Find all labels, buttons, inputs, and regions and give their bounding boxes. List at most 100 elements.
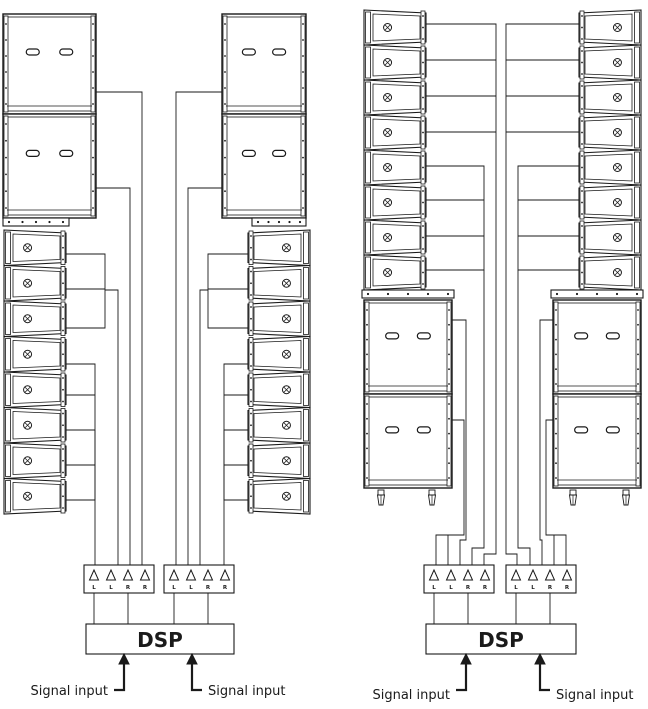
castor-wheel-icon bbox=[427, 489, 437, 506]
castor-wheel-icon bbox=[621, 489, 631, 506]
amp-channel-label: L bbox=[449, 585, 453, 591]
line-array-cabinet bbox=[363, 79, 427, 116]
amp-channel-triangle-icon bbox=[185, 568, 197, 581]
signal-wire bbox=[539, 319, 553, 565]
line-array-cabinet bbox=[247, 406, 311, 444]
amp-channel-label: R bbox=[223, 585, 228, 591]
signal-wire bbox=[66, 363, 96, 501]
speaker-arrays bbox=[2, 9, 644, 515]
line-array-cabinet bbox=[3, 264, 67, 302]
signal-wire bbox=[105, 289, 119, 565]
line-array-cabinet bbox=[247, 371, 311, 409]
flying-frame bbox=[550, 289, 644, 299]
line-array-cabinet bbox=[363, 149, 427, 186]
signal-wire bbox=[517, 165, 579, 271]
dsp-body bbox=[85, 623, 235, 655]
signal-wires bbox=[66, 23, 579, 624]
handle-icon bbox=[272, 48, 287, 56]
amp-channel-label: R bbox=[483, 585, 488, 591]
signal-input-label: Signal input bbox=[556, 688, 634, 703]
dsp-label: DSP bbox=[478, 628, 524, 652]
signal-input: Signal input bbox=[186, 652, 286, 699]
handle-icon bbox=[241, 149, 256, 157]
amp-channel-label: R bbox=[206, 585, 211, 591]
subwoofer-cabinet bbox=[221, 113, 307, 219]
amp-channel-label: R bbox=[126, 585, 131, 591]
amp-channel-triangle-icon bbox=[168, 568, 180, 581]
amp-channel-label: R bbox=[143, 585, 148, 591]
signal-wire bbox=[66, 253, 106, 329]
signal-input: Signal input bbox=[30, 652, 130, 699]
amp-channel-triangle-icon bbox=[544, 568, 556, 581]
input-line bbox=[190, 664, 202, 692]
amp-channel-triangle-icon bbox=[445, 568, 457, 581]
arrow-up-icon bbox=[186, 652, 198, 665]
handle-icon bbox=[25, 48, 40, 56]
signal-wire bbox=[96, 187, 131, 565]
amp-channel-triangle-icon bbox=[462, 568, 474, 581]
handle-icon bbox=[416, 332, 431, 340]
line-array-cabinet bbox=[363, 44, 427, 81]
signal-wire bbox=[517, 270, 531, 565]
amp-channel-label: L bbox=[531, 585, 535, 591]
line-array-cabinet bbox=[3, 335, 67, 373]
line-array-cabinet bbox=[363, 9, 427, 46]
amp-channel-triangle-icon bbox=[527, 568, 539, 581]
signal-wire bbox=[187, 187, 222, 565]
line-array-cabinet bbox=[3, 229, 67, 267]
amp-channel-label: L bbox=[432, 585, 436, 591]
handle-icon bbox=[25, 149, 40, 157]
subwoofer-cabinet bbox=[221, 13, 307, 115]
line-array-cabinet bbox=[578, 79, 642, 116]
amp-channel-label: L bbox=[189, 585, 193, 591]
subwoofer-cabinet bbox=[2, 13, 97, 115]
signal-wire bbox=[207, 253, 254, 329]
line-array-cabinet bbox=[363, 184, 427, 221]
line-array-cabinet bbox=[578, 184, 642, 221]
line-array-cabinet bbox=[363, 114, 427, 151]
arrow-up-icon bbox=[118, 652, 130, 665]
handle-icon bbox=[241, 48, 256, 56]
dsp-unit: DSP bbox=[85, 623, 235, 655]
amp-channel-triangle-icon bbox=[428, 568, 440, 581]
handle-icon bbox=[385, 332, 400, 340]
arrow-up-icon bbox=[460, 652, 472, 665]
subwoofer-cabinet bbox=[552, 299, 642, 395]
amp-channel-triangle-icon bbox=[88, 568, 100, 581]
signal-wire bbox=[435, 534, 448, 565]
handle-icon bbox=[416, 426, 431, 434]
signal-input: Signal input bbox=[534, 652, 634, 703]
dsp-label: DSP bbox=[137, 628, 183, 652]
line-array-cabinet bbox=[247, 229, 311, 267]
line-array-cabinet bbox=[578, 44, 642, 81]
amp-channel-triangle-icon bbox=[510, 568, 522, 581]
amp-channel-label: L bbox=[514, 585, 518, 591]
signal-wire bbox=[554, 534, 567, 565]
subwoofer-cabinet bbox=[363, 393, 453, 489]
signal-input-label: Signal input bbox=[372, 688, 450, 703]
dsp-unit: DSP bbox=[425, 623, 577, 655]
castor-wheel-icon bbox=[376, 489, 386, 506]
line-array-cabinet bbox=[247, 264, 311, 302]
line-array-cabinet bbox=[3, 371, 67, 409]
line-array-cabinet bbox=[363, 254, 427, 291]
line-array-cabinet bbox=[578, 114, 642, 151]
line-array-cabinet bbox=[578, 219, 642, 256]
flying-frame bbox=[361, 289, 455, 299]
handle-icon bbox=[59, 149, 74, 157]
line-array-cabinet bbox=[363, 219, 427, 256]
flying-frame bbox=[2, 217, 70, 227]
signal-wire bbox=[447, 419, 465, 565]
amp-channel-label: R bbox=[466, 585, 471, 591]
line-array-cabinet bbox=[3, 300, 67, 338]
handle-icon bbox=[574, 426, 589, 434]
signal-input: Signal input bbox=[372, 652, 472, 703]
amp-channel-triangle-icon bbox=[202, 568, 214, 581]
amp-channel-label: L bbox=[92, 585, 96, 591]
